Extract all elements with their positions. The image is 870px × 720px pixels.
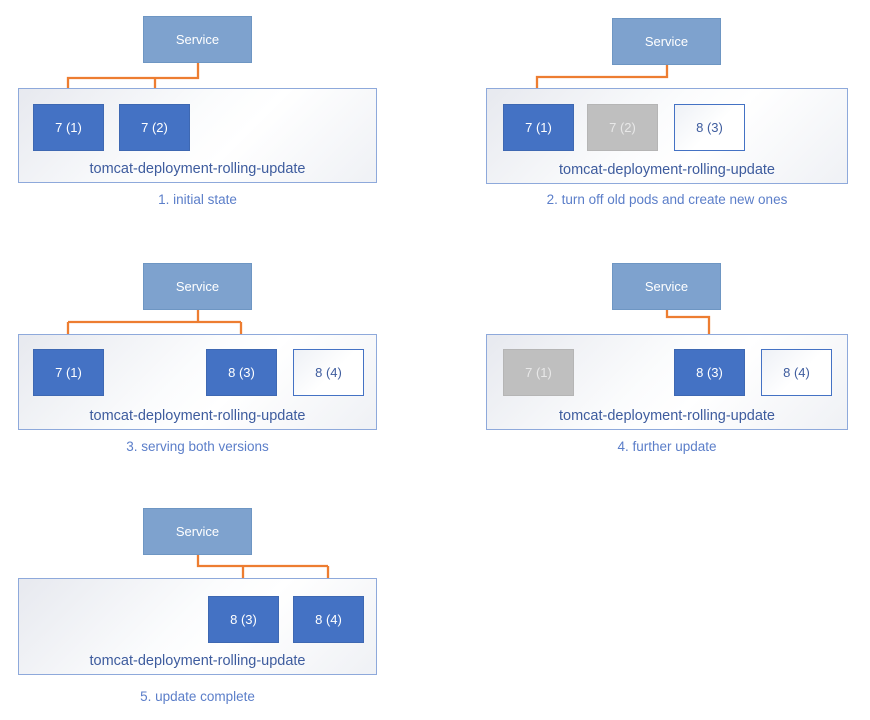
pod: 8 (3) [674,104,745,151]
pod: 7 (1) [33,104,104,151]
service-box: Service [612,18,721,65]
panel-caption: 4. further update [617,439,717,454]
deployment-box: 8 (3) 8 (4) tomcat-deployment-rolling-up… [18,578,377,675]
service-box: Service [612,263,721,310]
panel-caption: 1. initial state [158,192,237,207]
pod: 8 (4) [761,349,832,396]
pod: 8 (3) [674,349,745,396]
pod: 7 (1) [503,349,574,396]
panel-caption: 2. turn off old pods and create new ones [546,192,788,207]
panel-caption: 3. serving both versions [126,439,269,454]
service-box: Service [143,508,252,555]
pod: 7 (2) [587,104,658,151]
pod: 7 (2) [119,104,190,151]
panel-4-further-update: Service 7 (1) 8 (3) 8 (4) tomcat-deploym… [435,240,870,480]
pod: 8 (4) [293,349,364,396]
pod: 8 (3) [206,349,277,396]
panel-caption: 5. update complete [140,689,255,704]
panel-3-serving-both-versions: Service 7 (1) 8 (3) 8 (4) tomcat-deploym… [0,240,435,480]
panel-5-update-complete: Service 8 (3) 8 (4) tomcat-deployment-ro… [0,480,435,720]
service-box: Service [143,263,252,310]
deployment-box: 7 (1) 8 (3) 8 (4) tomcat-deployment-roll… [18,334,377,430]
pod: 8 (4) [293,596,364,643]
deployment-name: tomcat-deployment-rolling-update [559,408,775,424]
deployment-name: tomcat-deployment-rolling-update [89,408,306,424]
deployment-box: 7 (1) 7 (2) 8 (3) tomcat-deployment-roll… [486,88,848,184]
deployment-name: tomcat-deployment-rolling-update [89,653,306,669]
deployment-name: tomcat-deployment-rolling-update [89,161,306,177]
service-box: Service [143,16,252,63]
panel-1-initial-state: Service 7 (1) 7 (2) tomcat-deployment-ro… [0,0,435,240]
pod: 7 (1) [33,349,104,396]
panel-2-turn-off-old-pods: Service 7 (1) 7 (2) 8 (3) tomcat-deploym… [435,0,870,240]
pod: 7 (1) [503,104,574,151]
deployment-box: 7 (1) 8 (3) 8 (4) tomcat-deployment-roll… [486,334,848,430]
deployment-name: tomcat-deployment-rolling-update [559,162,775,178]
deployment-box: 7 (1) 7 (2) tomcat-deployment-rolling-up… [18,88,377,183]
pod: 8 (3) [208,596,279,643]
